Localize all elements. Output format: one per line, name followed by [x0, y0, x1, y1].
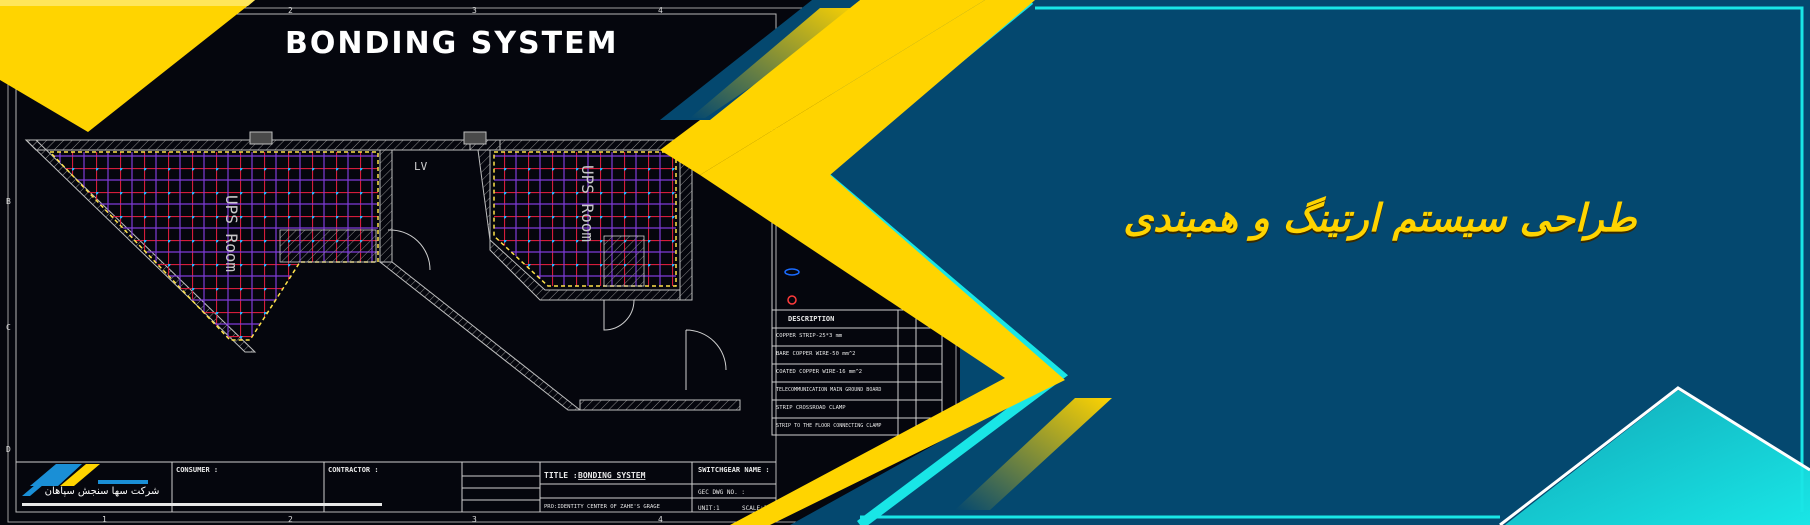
title-block: CONSUMER : CONTRACTOR : TITLE : BONDING … [16, 461, 782, 512]
corner-triangle-bottom-right [1505, 390, 1810, 525]
room-label-right: UPS Room [578, 165, 597, 242]
contractor-label: CONTRACTOR : [328, 466, 379, 474]
legend-row-6: STRIP TO THE FLOOR CONNECTING CLAMP [776, 423, 881, 429]
yellow-chevron [700, 0, 1065, 525]
consumer-label: CONSUMER : [176, 466, 218, 474]
inner-frame [15, 13, 777, 513]
row-marker-c: C [6, 323, 11, 332]
title-block-label: TITLE : [544, 471, 578, 480]
legend-row-2: BARE COPPER WIRE-50 mm^2 [776, 351, 855, 357]
col-marker-1-bottom: 1 [102, 515, 107, 524]
row-marker-d: D [6, 445, 11, 454]
col-marker-2: 2 [288, 6, 293, 15]
title-block-value: BONDING SYSTEM [578, 471, 646, 480]
col-marker-3: 3 [472, 6, 477, 15]
wall-ups-right [477, 149, 681, 301]
company-name: شرکت سها سنجش سپاهان [44, 486, 160, 497]
dwg-no-label: GEC DWG NO. : [698, 489, 745, 496]
col-marker-2-bottom: 2 [288, 515, 293, 524]
main-heading: طراحی سیستم ارتینگ و همبندی [1123, 196, 1637, 240]
cyan-frame-right [1035, 6, 1804, 512]
door-label: LV [414, 160, 428, 173]
room-label-left: UPS Room [222, 195, 241, 272]
legend-row-4: TELECOMMUNICATION MAIN GROUND BOARD [776, 387, 881, 393]
legend-header: DESCRIPTION [788, 315, 834, 323]
legend-row-3: COATED COPPER WIRE-16 mm^2 [776, 369, 862, 375]
row-marker-b: B [6, 197, 11, 206]
grounding-grid-left [48, 151, 379, 341]
yellow-stripe-bottom [955, 398, 1112, 510]
unit-label: UNIT:1 [698, 505, 720, 512]
cad-title: BONDING SYSTEM [285, 26, 619, 61]
col-marker-4-bottom: 4 [658, 515, 663, 524]
project-label: PRO:IDENTITY CENTER OF ZAHE'S GRAGE [544, 504, 660, 510]
corner-triangle-top-left [0, 0, 255, 132]
switchgear-label: SWITCHGEAR NAME : [698, 466, 770, 474]
wall-bottom [579, 399, 741, 411]
company-logo [22, 464, 382, 506]
col-marker-3-bottom: 3 [472, 515, 477, 524]
cad-floor-plan: 1 2 3 4 1 2 3 4 A B C D [6, 6, 957, 524]
col-marker-4: 4 [658, 6, 663, 15]
legend-row-5: STRIP CROSSROAD CLAMP [776, 405, 846, 411]
legend-row-1: COPPER STRIP-25*3 mm [776, 333, 843, 339]
